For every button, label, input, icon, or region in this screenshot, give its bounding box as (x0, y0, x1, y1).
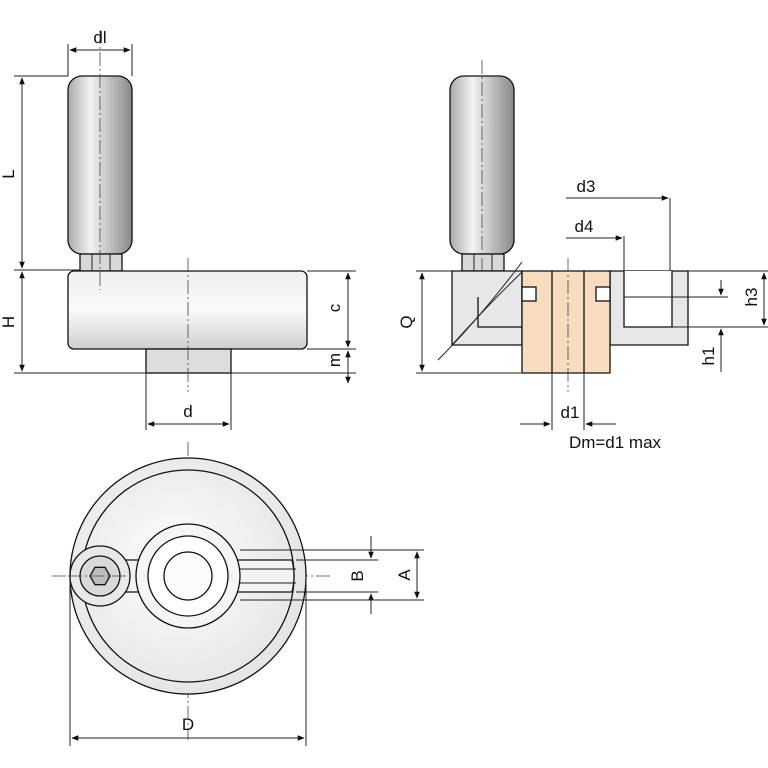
side-view: dl L H c m d (0, 28, 356, 430)
label-c: c (325, 303, 344, 312)
plan-hub-bore (163, 551, 213, 601)
label-h1: h1 (699, 347, 718, 366)
label-B: B (348, 570, 367, 581)
section-handle-nut (461, 253, 505, 272)
label-d3: d3 (577, 177, 596, 196)
label-m: m (325, 353, 344, 367)
side-handle-nut (79, 253, 123, 272)
label-h3: h3 (742, 288, 761, 307)
label-d1: d1 (561, 403, 580, 422)
label-H: H (0, 316, 18, 328)
label-Q: Q (397, 315, 416, 328)
side-wheel-hub (145, 348, 232, 374)
label-d4: d4 (575, 217, 594, 236)
label-dl: dl (93, 28, 106, 47)
side-wheel-body (67, 270, 308, 350)
label-L: L (0, 169, 18, 178)
label-d: d (183, 402, 192, 421)
plan-view: B A D (52, 442, 424, 746)
label-A: A (395, 569, 414, 581)
section-view: d3 d4 Q h3 h1 d1 Dm=d1 max (397, 60, 768, 452)
label-D: D (182, 715, 194, 734)
label-dm-note: Dm=d1 max (569, 433, 662, 452)
section-hub (521, 270, 611, 374)
